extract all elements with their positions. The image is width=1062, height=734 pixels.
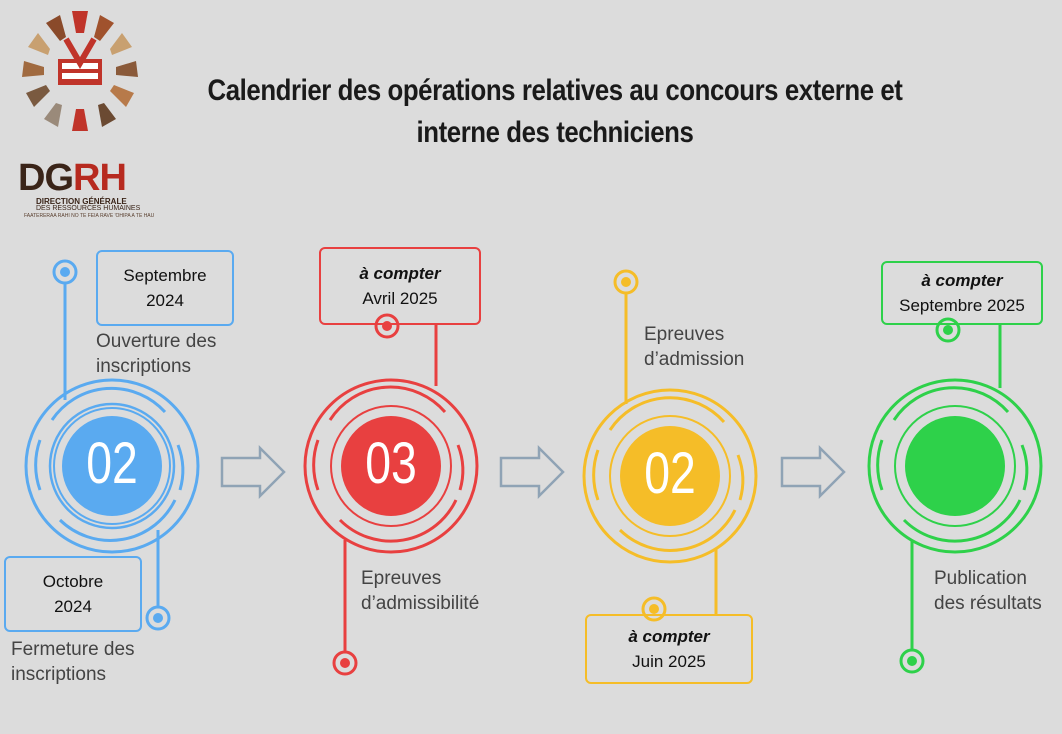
step-1-top-date-box: Septembre 2024 [96, 250, 234, 326]
step-1-bottom-label: Fermeture des inscriptions [11, 639, 135, 685]
page-title: Calendrier des opérations relatives au c… [198, 70, 912, 154]
step-1-top-date-line1: Septembre [123, 266, 207, 285]
step-4-bottom-dot [899, 648, 925, 674]
step-3-top-label: Epreuves d’admission [644, 324, 745, 370]
step-2-bottom-label: Epreuves d’admissibilité [361, 568, 480, 614]
step-3-bottom-date-line2: Juin 2025 [632, 652, 706, 671]
step-4-top-date-line2: Septembre 2025 [899, 296, 1025, 315]
step-1-graphic [24, 284, 200, 606]
logo-subtitle: DIRECTION GÉNÉRALE [36, 197, 127, 206]
logo-subtitle-2: DES RESSOURCES HUMAINES [36, 205, 141, 212]
step-2-top-date-line2: Avril 2025 [362, 289, 438, 308]
step-3-bottom-dot [641, 596, 667, 622]
logo-wordmark: DGRH [18, 157, 127, 199]
step-1-bottom-dot [145, 605, 171, 631]
arrow-right-icon [220, 444, 286, 500]
step-3-bottom-date-box: à compter Juin 2025 [585, 614, 753, 684]
page-title-line-1: Calendrier des opérations relatives au c… [207, 74, 903, 107]
step-2-circle [341, 416, 441, 516]
step-3-circle [620, 426, 720, 526]
step-2-top-date-box: à compter Avril 2025 [319, 247, 481, 325]
step-4-top-date-box: à compter Septembre 2025 [881, 261, 1043, 325]
step-1-circle [62, 416, 162, 516]
logo-emblem [22, 11, 138, 131]
step-1-number: 02 [86, 431, 138, 496]
step-4-top-date-prefix: à compter [921, 271, 1003, 290]
step-1-bottom-date-box: Octobre 2024 [4, 556, 142, 632]
step-3-number: 02 [644, 441, 696, 506]
step-3-top-dot [613, 269, 639, 295]
dgrh-logo: DGRH DIRECTION GÉNÉRALE DES RESSOURCES H… [10, 5, 154, 220]
page-title-line-2: interne des techniciens [416, 116, 694, 149]
step-1-top-date-line2: 2024 [146, 291, 184, 310]
step-2-number: 03 [365, 431, 417, 496]
step-1-bottom-date-line2: 2024 [54, 597, 92, 616]
step-3-bottom-date-prefix: à compter [628, 627, 710, 646]
step-4-graphic [867, 324, 1043, 650]
step-3-graphic [582, 294, 758, 614]
logo-subtitle-3: FAATERERAA RAHI NO TE FEIA RAVE 'OHIPA A… [24, 213, 155, 219]
arrow-right-icon [499, 444, 565, 500]
step-2-graphic [303, 324, 479, 652]
step-4-bottom-label: Publication des résultats [934, 568, 1042, 614]
step-4-top-dot [935, 317, 961, 343]
step-1-top-dot [52, 259, 78, 285]
step-1-top-label: Ouverture des inscriptions [96, 331, 217, 377]
step-2-bottom-dot [332, 650, 358, 676]
step-1-bottom-date-line1: Octobre [42, 572, 104, 591]
arrow-right-icon [780, 444, 846, 500]
step-4-circle [905, 416, 1005, 516]
step-2-top-date-prefix: à compter [359, 264, 441, 283]
step-2-top-dot [374, 313, 400, 339]
